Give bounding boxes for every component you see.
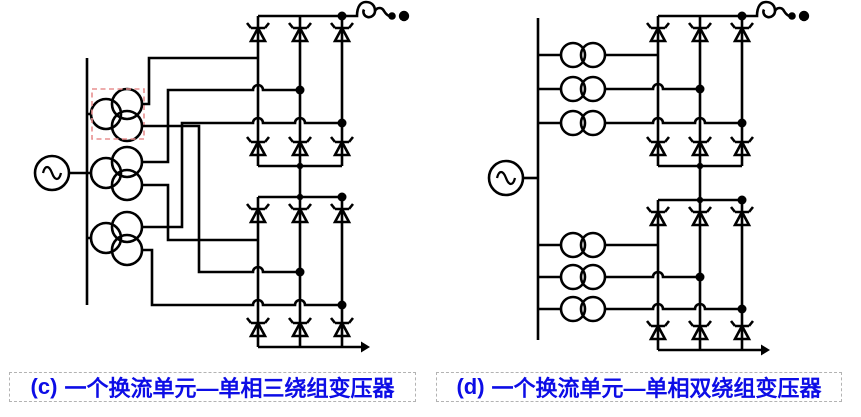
two-winding-transformer: [559, 109, 607, 137]
caption-text-d: 一个换流单元—单相双绕组变压器: [491, 376, 822, 401]
junction-dots: [695, 11, 747, 314]
winding-to-bridge-lines: [142, 56, 342, 307]
three-winding-transformer: [89, 145, 144, 202]
winding-to-bridge-lines: [538, 53, 742, 311]
two-winding-transformer: [559, 295, 607, 323]
caption-panel-c: (c) 一个换流单元—单相三绕组变压器: [9, 372, 416, 402]
sine-wave-icon: [41, 165, 63, 181]
three-winding-transformer: [89, 210, 144, 267]
two-winding-transformer: [559, 263, 607, 291]
caption-label-d: (d): [456, 374, 485, 399]
dc-terminal: [340, 0, 411, 23]
highlight-box: [91, 88, 145, 140]
panel-d: [487, 0, 811, 357]
junction-dots: [295, 11, 347, 310]
two-winding-transformer: [559, 75, 607, 103]
ac-source-icon: [33, 154, 87, 192]
panel-c: [33, 0, 411, 354]
sine-wave-icon: [495, 170, 517, 186]
two-winding-transformer: [559, 231, 607, 259]
dc-output-arrow: [740, 343, 772, 357]
dc-terminal: [740, 0, 811, 23]
two-winding-transformer: [559, 41, 607, 69]
caption-text-c: 一个换流单元—单相三绕组变压器: [64, 376, 395, 401]
three-winding-transformer: [89, 87, 144, 143]
caption-panel-d: (d) 一个换流单元—单相双绕组变压器: [436, 372, 842, 402]
caption-label-c: (c): [30, 374, 58, 399]
ac-source-icon: [487, 159, 538, 197]
ac-bus: [85, 58, 91, 305]
dc-output-arrow: [340, 340, 372, 354]
